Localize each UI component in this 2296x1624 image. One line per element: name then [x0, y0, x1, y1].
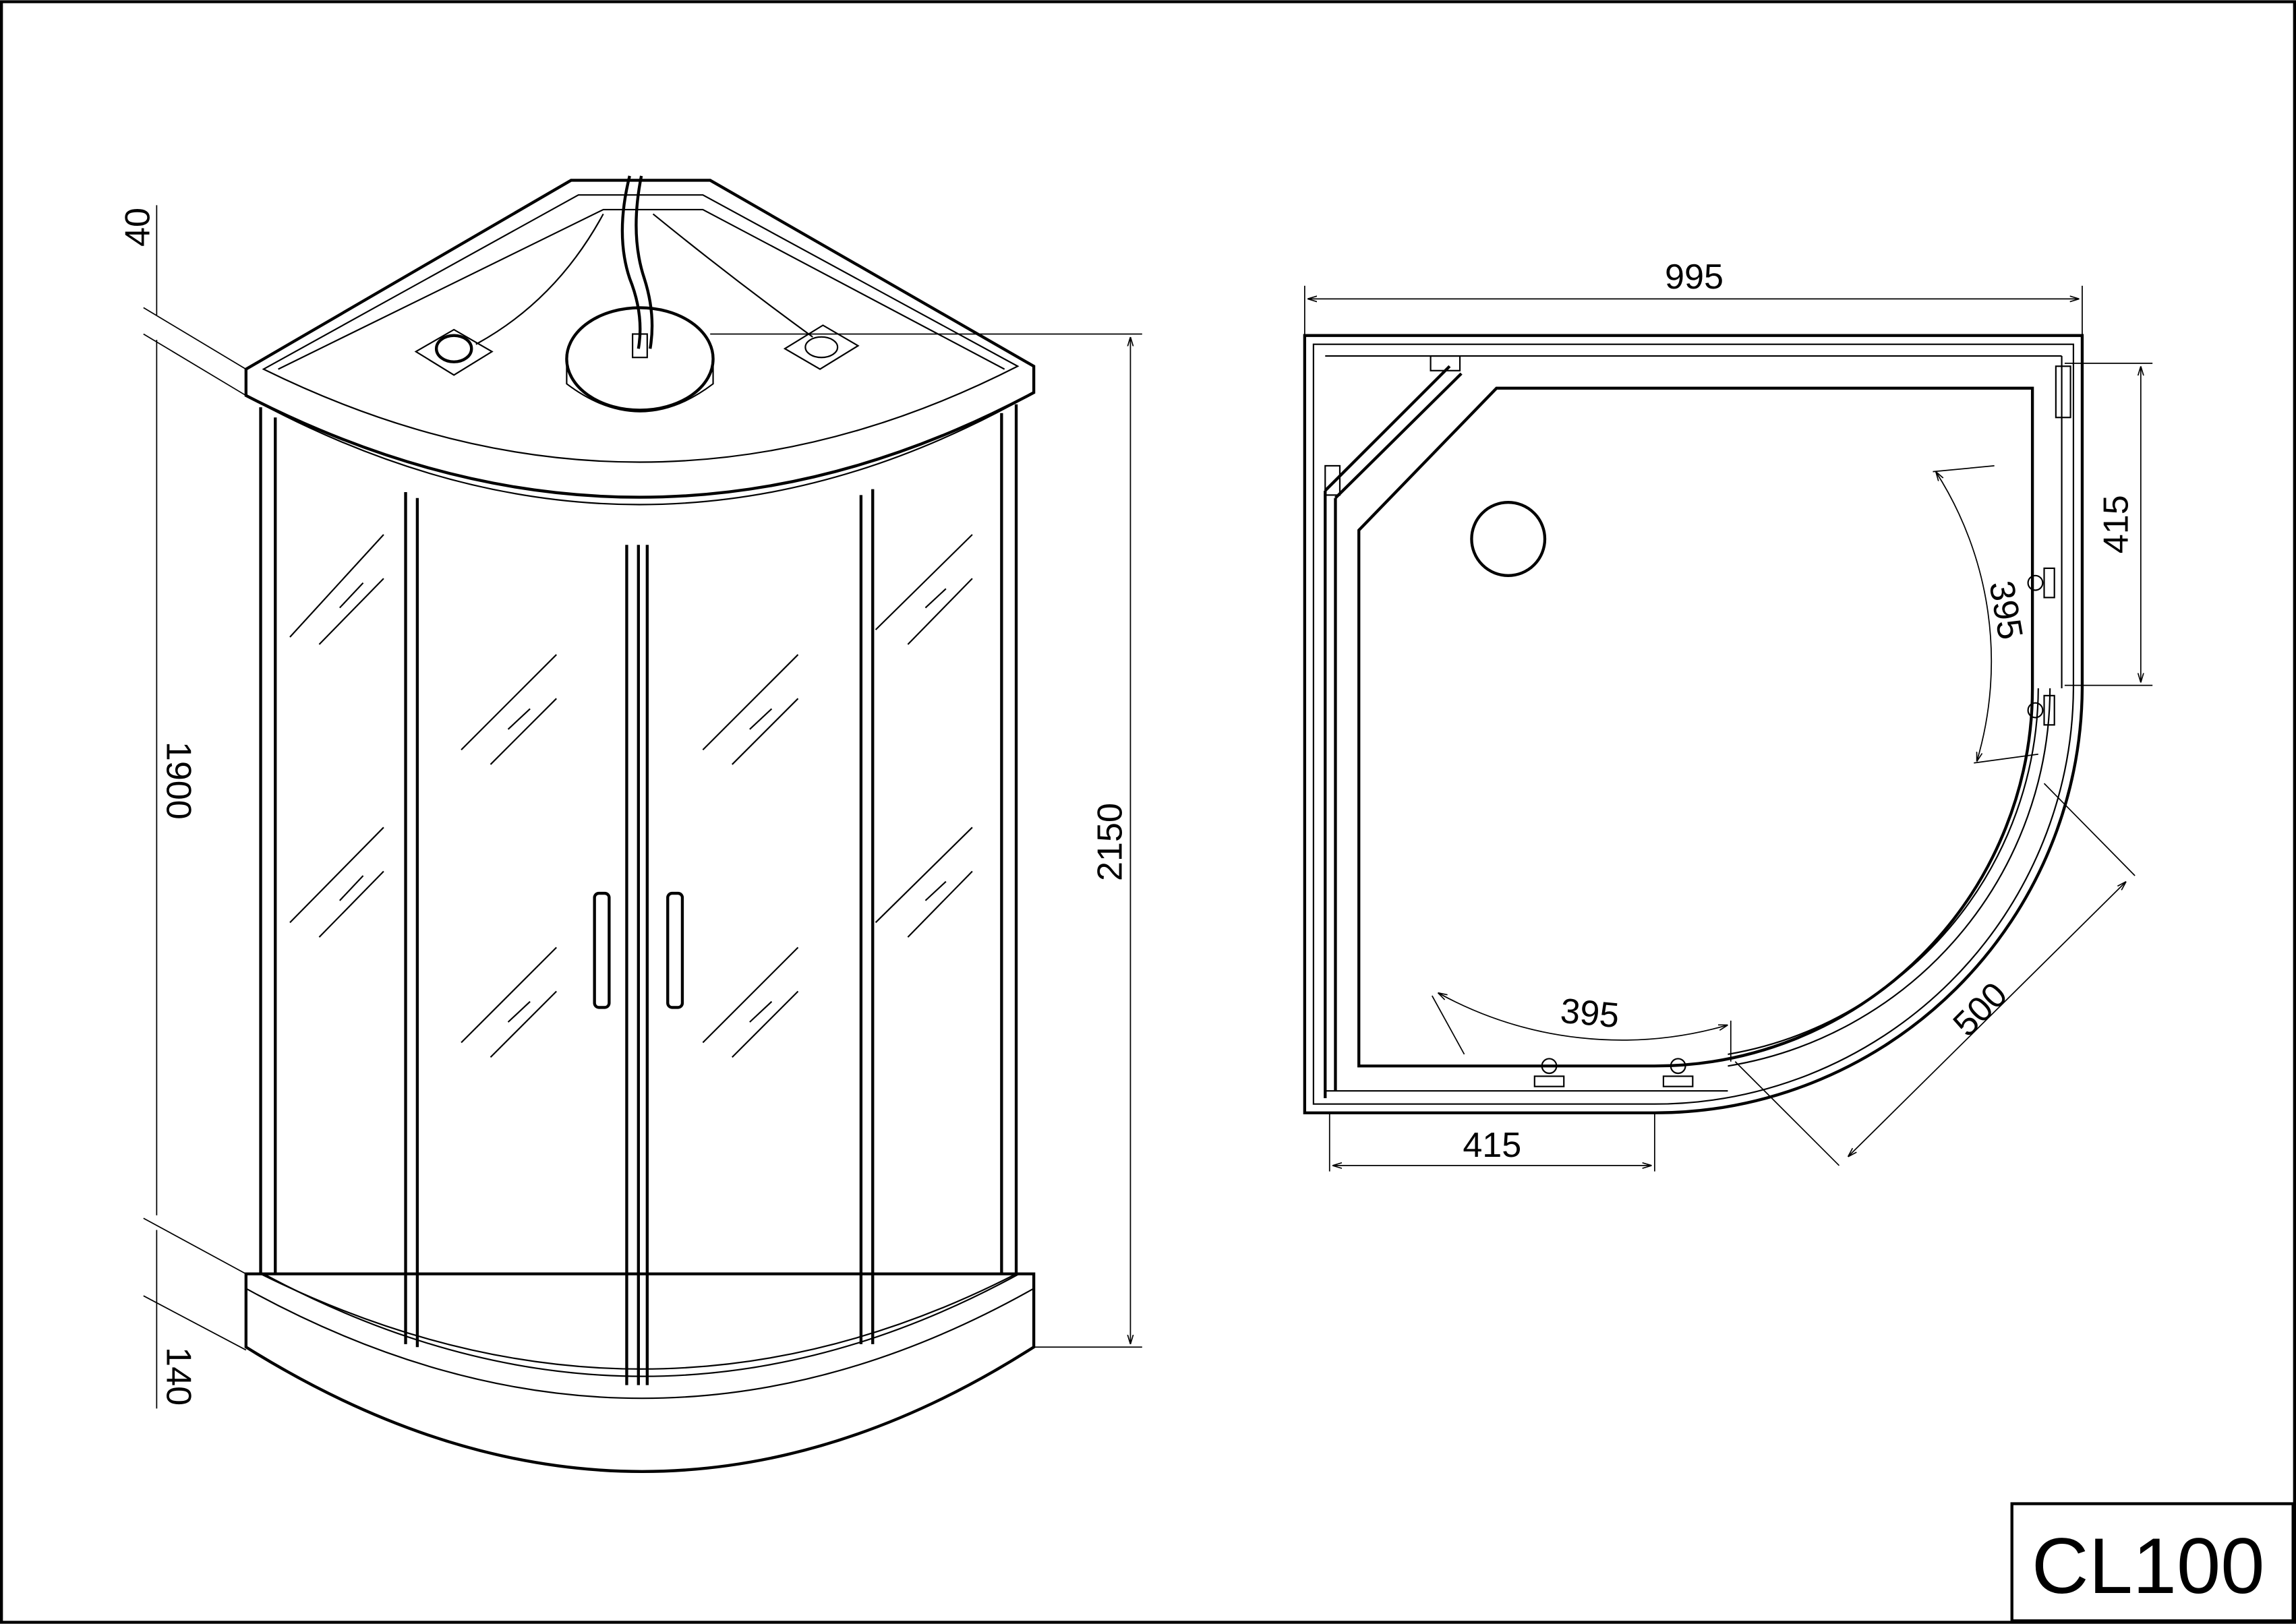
elevation-dimensions: 40 1900 140 2150 [118, 205, 1142, 1409]
plan-view: 995 415 395 395 415 500 [1303, 258, 2153, 1172]
frame-posts [259, 404, 1018, 1385]
speaker-icon [414, 213, 604, 376]
shower-tray [244, 1272, 1036, 1473]
door-rollers [1324, 355, 2071, 1087]
dim-roof-height: 40 [118, 208, 157, 247]
rain-shower-head [565, 306, 715, 413]
dim-radius: 500 [1946, 975, 2015, 1044]
dim-door-arc-bottom: 395 [1559, 992, 1621, 1035]
dim-overall-width: 995 [1665, 258, 1724, 297]
fan-icon [652, 213, 860, 370]
model-title: CL100 [2032, 1522, 2265, 1610]
title-block: CL100 [2010, 1502, 2295, 1623]
glass-panels [289, 534, 973, 1058]
dim-tray-height: 140 [159, 1347, 198, 1406]
dim-total-height: 2150 [1090, 803, 1129, 881]
dim-side-panel-bottom: 415 [1463, 1126, 1521, 1165]
door-handle-left [593, 891, 611, 1009]
roof [244, 175, 1036, 506]
elevation-view: 40 1900 140 2150 [118, 175, 1142, 1473]
dim-door-arc-right: 395 [1981, 578, 2030, 642]
drain-icon [1470, 501, 1547, 577]
plan-dimensions: 995 415 395 395 415 500 [1303, 258, 2153, 1172]
door-handle-right [666, 891, 684, 1009]
dim-side-panel-right: 415 [2096, 495, 2136, 553]
dim-glass-height: 1900 [159, 742, 198, 820]
